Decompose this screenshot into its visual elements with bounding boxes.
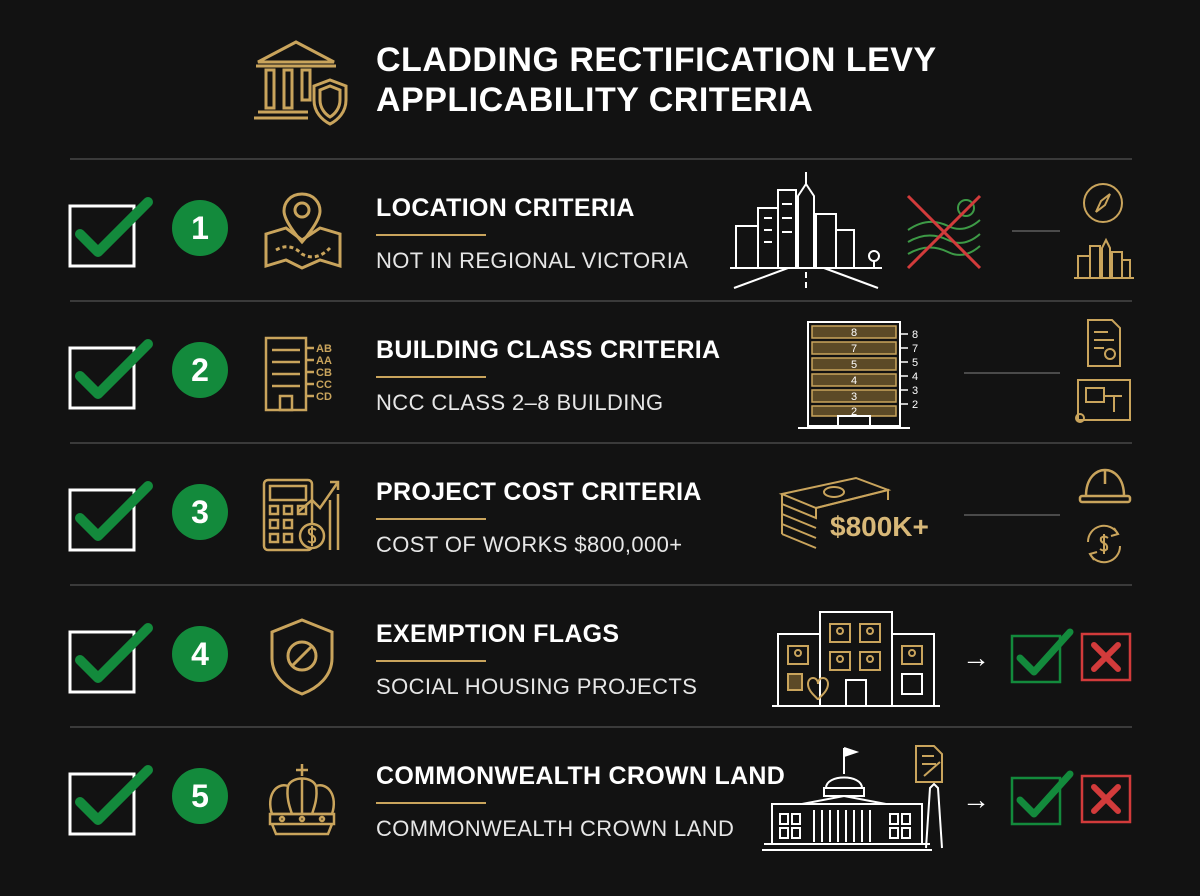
criteria-number: 2 xyxy=(172,342,228,398)
criteria-title: LOCATION CRITERIA xyxy=(376,194,635,222)
multi-storey-building-icon: 8 7 5 4 3 2 8 7 5 4 3 2 xyxy=(798,321,918,429)
hard-hat-icon xyxy=(1078,468,1132,504)
page-title: CLADDING RECTIFICATION LEVY APPLICABILIT… xyxy=(376,40,937,120)
class-label: CB xyxy=(316,367,332,379)
scale-label: 8 xyxy=(912,329,918,341)
divider xyxy=(70,584,1132,586)
approved-check-icon xyxy=(1010,628,1074,684)
compass-icon xyxy=(1083,183,1123,223)
shield-prohibited-icon xyxy=(270,618,334,696)
checked-box-icon xyxy=(68,765,153,836)
money-stack-icon: $800K+ xyxy=(778,476,929,549)
floor-label: 5 xyxy=(851,359,857,371)
building-class-icon: AB AA CB CC CD xyxy=(264,336,332,412)
social-housing-icon xyxy=(772,611,940,707)
criteria-row-location: 1 LOCATION CRITERIA NOT IN REGIONAL VICT… xyxy=(0,160,1200,302)
courthouse-shield-icon xyxy=(254,40,348,126)
scale-label: 2 xyxy=(912,399,918,411)
divider xyxy=(70,158,1132,160)
criteria-row-crown-land: 5 COMMONWEALTH CROWN LAND COMMONWEALTH C… xyxy=(0,728,1200,870)
floor-label: 8 xyxy=(851,327,857,339)
criteria-description: COMMONWEALTH CROWN LAND xyxy=(376,816,735,841)
recycle-dollar-icon xyxy=(1086,524,1122,564)
criteria-description: NOT IN REGIONAL VICTORIA xyxy=(376,248,689,273)
cost-badge: $800K+ xyxy=(830,511,929,542)
criteria-title: PROJECT COST CRITERIA xyxy=(376,478,702,506)
floor-label: 7 xyxy=(851,343,857,355)
title-underline xyxy=(376,234,486,236)
divider xyxy=(70,442,1132,444)
class-label: CD xyxy=(316,391,332,403)
connector-line xyxy=(964,372,1060,374)
title-underline xyxy=(376,660,486,662)
floor-label: 2 xyxy=(851,406,857,418)
scale-label: 7 xyxy=(912,343,918,355)
map-pin-icon xyxy=(264,192,342,270)
class-labels: AB AA CB CC CD xyxy=(316,343,332,403)
class-label: CC xyxy=(316,379,332,391)
criteria-title: COMMONWEALTH CROWN LAND xyxy=(376,762,786,790)
title-line-1: CLADDING RECTIFICATION LEVY xyxy=(376,41,937,79)
criteria-number: 4 xyxy=(172,626,228,682)
connector-line xyxy=(964,514,1060,516)
criteria-description: SOCIAL HOUSING PROJECTS xyxy=(376,674,698,699)
criteria-row-building-class: 2 AB AA CB CC CD BUILDING CLASS CRITERIA… xyxy=(0,302,1200,444)
certificate-document-icon xyxy=(1087,319,1121,367)
crown-icon xyxy=(268,764,336,836)
criteria-description: NCC CLASS 2–8 BUILDING xyxy=(376,390,664,415)
criteria-row-exemption: 4 EXEMPTION FLAGS SOCIAL HOUSING PROJECT… xyxy=(0,586,1200,728)
no-regional-area-icon xyxy=(906,194,982,270)
class-label: AB xyxy=(316,343,332,355)
checked-box-icon xyxy=(68,623,153,694)
title-line-2: APPLICABILITY CRITERIA xyxy=(376,81,814,119)
checked-box-icon xyxy=(68,481,153,552)
class-label: AA xyxy=(316,355,332,367)
criteria-number: 1 xyxy=(172,200,228,256)
checked-box-icon xyxy=(68,197,153,268)
calculator-growth-icon xyxy=(262,478,340,552)
arrow-right: → xyxy=(962,642,990,673)
criteria-title: BUILDING CLASS CRITERIA xyxy=(376,336,721,364)
parliament-building-icon xyxy=(762,745,943,851)
city-skyline-icon xyxy=(730,172,882,289)
connector-line xyxy=(1012,230,1060,232)
divider xyxy=(70,300,1132,302)
scale-label: 5 xyxy=(912,357,918,369)
rejected-cross-icon xyxy=(1080,774,1132,824)
floor-scale-labels: 8 7 5 4 3 2 xyxy=(912,329,918,411)
criteria-number: 3 xyxy=(172,484,228,540)
approved-check-icon xyxy=(1010,770,1074,826)
floor-label: 4 xyxy=(851,375,857,387)
criteria-row-project-cost: 3 PROJECT COST CRITERIA COST OF WORKS $8… xyxy=(0,444,1200,586)
rejected-cross-icon xyxy=(1080,632,1132,682)
title-underline xyxy=(376,376,486,378)
criteria-number: 5 xyxy=(172,768,228,824)
criteria-title: EXEMPTION FLAGS xyxy=(376,620,620,648)
floor-labels: 8 7 5 4 3 2 xyxy=(851,327,857,418)
arrow-right: → xyxy=(962,784,990,815)
small-city-icon xyxy=(1074,237,1134,279)
title-underline xyxy=(376,802,486,804)
scale-label: 4 xyxy=(912,371,918,383)
checked-box-icon xyxy=(68,339,153,410)
divider xyxy=(70,726,1132,728)
header: CLADDING RECTIFICATION LEVY APPLICABILIT… xyxy=(0,0,1200,150)
scale-label: 3 xyxy=(912,385,918,397)
floor-label: 3 xyxy=(851,391,857,403)
criteria-description: COST OF WORKS $800,000+ xyxy=(376,532,683,557)
blueprint-icon xyxy=(1075,379,1131,423)
title-underline xyxy=(376,518,486,520)
